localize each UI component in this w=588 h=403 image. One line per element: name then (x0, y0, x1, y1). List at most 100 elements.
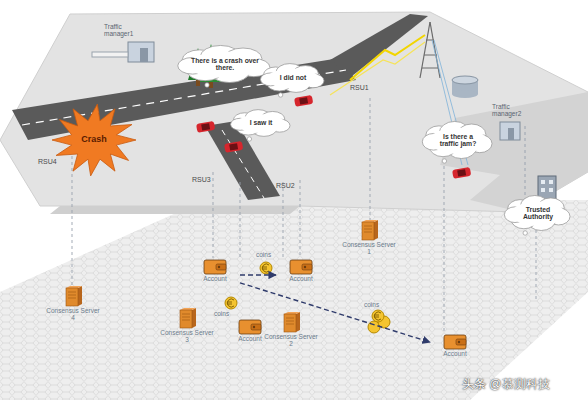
scene-label: RSU2 (276, 182, 306, 189)
trees (196, 80, 200, 86)
crash-burst: Crash (52, 104, 136, 176)
cell-tower (424, 55, 437, 56)
red-car (201, 123, 210, 130)
node-text-box: I did not (262, 64, 324, 92)
node-text-box: Account (430, 351, 480, 367)
speech-cloud: Trusted Authority (506, 196, 570, 230)
traffic-manager-gate (140, 48, 148, 62)
server-icon (182, 314, 190, 315)
red-car (196, 121, 215, 133)
node-label: Account (238, 336, 262, 343)
server-icon (362, 220, 378, 222)
authority-building (549, 180, 553, 184)
wallet-icon (444, 335, 466, 349)
node-label: Consensus Server 3 (159, 330, 215, 344)
cloud-tail (523, 231, 527, 235)
road (22, 70, 346, 125)
blockchain-plane (0, 200, 588, 400)
trees (209, 82, 213, 88)
traffic-manager-gate (128, 42, 154, 62)
wallet-icon (218, 266, 220, 268)
road (330, 14, 428, 76)
cloud-bubble (260, 64, 324, 98)
red-car (224, 141, 243, 153)
wallet-icon (251, 324, 261, 330)
wallet-icon (239, 320, 261, 334)
node-shape (190, 258, 240, 292)
blockchain-plane (0, 200, 588, 400)
node-text-box: Consensus Server 2 (262, 334, 320, 358)
authority-building (541, 180, 545, 184)
server-icon (362, 222, 374, 240)
rsu-drop-line (72, 98, 536, 332)
scene-label: RSU3 (192, 176, 222, 183)
traffic-manager-gate (92, 52, 128, 57)
crash-star (52, 104, 136, 176)
node-text-box: There is a crash over there. (180, 46, 270, 82)
cloud-bubble (187, 52, 263, 78)
wallet-icon (302, 264, 312, 270)
speech-text: Is there a traffic jam? (433, 133, 483, 147)
road-plane (0, 12, 588, 212)
coin-icon (372, 310, 384, 322)
rsu-drop-line (370, 98, 371, 222)
water-tank (452, 76, 478, 84)
blockchain-plane (0, 200, 588, 400)
node-label: Account (289, 276, 313, 283)
node-text-box: Trusted Authority (506, 196, 570, 230)
consensus-server: Consensus Server 3 (158, 308, 216, 354)
server-icon (68, 298, 76, 299)
red-car (299, 97, 308, 104)
cloud-tail (278, 93, 282, 97)
account-wallet: Account (190, 258, 240, 292)
server-icon (182, 317, 190, 318)
scene-label: coins (214, 311, 244, 318)
wallet-icon (456, 339, 466, 345)
node-label: Account (443, 351, 467, 358)
rsu-drop-line (444, 160, 445, 332)
edge-label: coins (364, 302, 379, 309)
node-text-box: Account (276, 276, 326, 292)
red-car (196, 95, 471, 179)
cloud-bubble (231, 110, 290, 142)
red-car (452, 167, 471, 179)
rsu-drop-line (283, 182, 284, 258)
server-icon (364, 226, 372, 227)
cell-tower (422, 68, 438, 69)
transfer-arrow (240, 274, 276, 275)
cloud-tail (442, 159, 446, 163)
scene-label: RSU4 (38, 158, 68, 165)
server-icon (286, 321, 294, 322)
wireless-link (350, 35, 425, 80)
cloud-bubble (422, 121, 492, 163)
server-icon (284, 314, 296, 332)
server-icon (286, 324, 294, 325)
node-shape (276, 258, 326, 292)
scene-label: Traffic manager1 (104, 24, 152, 38)
red-car (452, 167, 471, 179)
cell-tower (426, 40, 434, 41)
road (222, 130, 264, 198)
node-label: Consensus Server 2 (263, 334, 319, 348)
server-icon (78, 286, 82, 306)
cloud-bubble (511, 201, 565, 225)
speech-cloud: There is a crash over there. (180, 46, 270, 82)
coin-icon (374, 312, 381, 320)
node-text-box: Consensus Server 3 (158, 330, 216, 354)
red-car (229, 143, 238, 150)
node-text-box: Account (190, 276, 240, 292)
speech-cloud: I saw it (232, 110, 290, 136)
speech-cloud: Is there a traffic jam? (424, 122, 492, 158)
server-icon (374, 220, 378, 240)
server-icon (66, 288, 78, 306)
road (205, 121, 280, 200)
red-car (457, 169, 466, 176)
cloud-bubble (178, 45, 270, 87)
coin-icon (260, 262, 272, 274)
rsu-drop-line (300, 180, 301, 258)
traffic-manager-gate (525, 126, 526, 205)
